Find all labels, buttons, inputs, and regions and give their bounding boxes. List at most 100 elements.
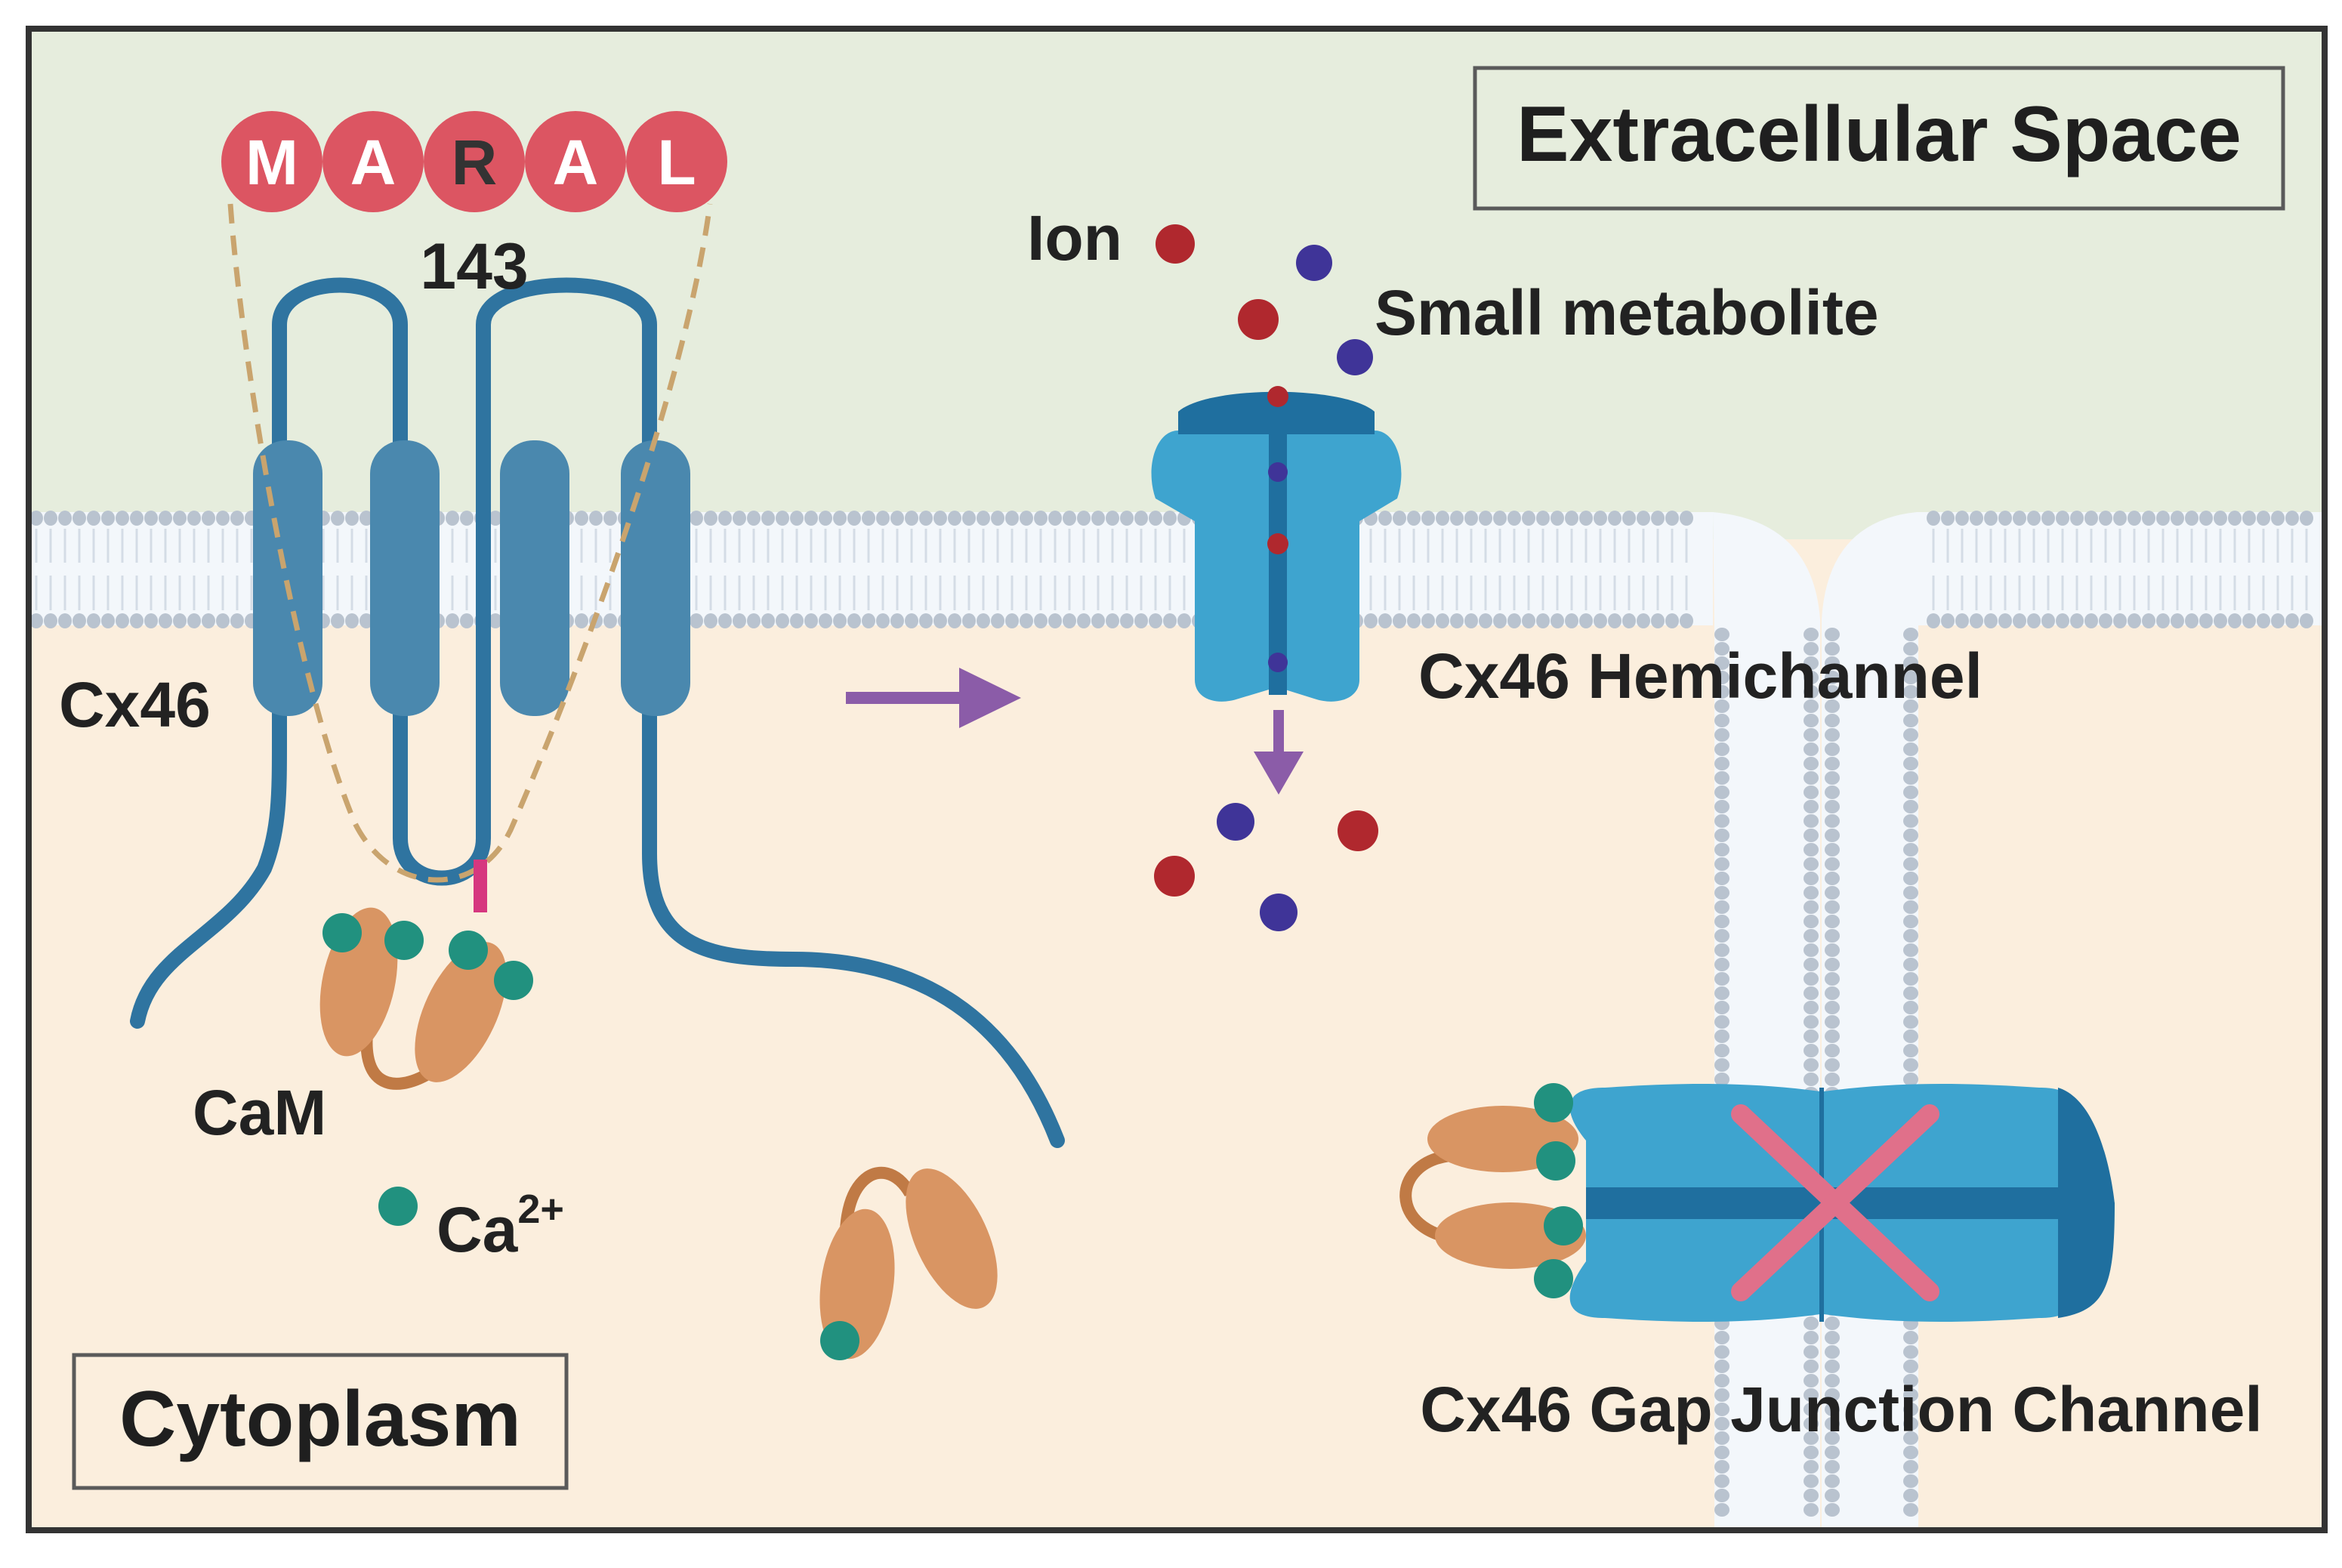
- lipid-head: [1804, 800, 1819, 813]
- lipid-head: [1825, 1489, 1840, 1502]
- lipid-head: [1804, 900, 1819, 914]
- lipid-head: [1804, 843, 1819, 857]
- svg-text:A: A: [553, 127, 599, 198]
- calcium-ion: [449, 931, 488, 970]
- lipid-head: [1804, 771, 1819, 785]
- lipid-head: [1714, 1446, 1730, 1459]
- lipid-head: [1714, 886, 1730, 900]
- lipid-head: [1091, 613, 1105, 628]
- lipid-head: [1804, 1388, 1819, 1402]
- extracellular-label-box: Extracellular Space: [1473, 66, 2285, 211]
- lipid-head: [202, 613, 215, 628]
- lipid-head: [144, 511, 158, 526]
- lipid-head: [2099, 613, 2112, 628]
- lipid-head: [1941, 613, 1955, 628]
- lipid-head: [1955, 511, 1969, 526]
- lipid-head: [589, 511, 603, 526]
- efflux-arrow-head: [1254, 752, 1304, 795]
- lipid-head: [1714, 1417, 1730, 1431]
- lipid-head: [1825, 642, 1840, 656]
- lipid-head: [1551, 613, 1564, 628]
- lipid-head: [1091, 511, 1105, 526]
- lipid-head: [73, 511, 86, 526]
- lipid-head: [1551, 511, 1564, 526]
- lipid-head: [2113, 511, 2127, 526]
- lipid-head: [1903, 757, 1918, 770]
- lipid-head: [2285, 613, 2299, 628]
- lipid-head: [1825, 656, 1840, 670]
- lipid-head: [1714, 1058, 1730, 1072]
- metabolite: [1217, 803, 1254, 841]
- lipid-head: [1903, 1460, 1918, 1474]
- lipid-head: [1565, 613, 1578, 628]
- lipid-head: [2142, 613, 2155, 628]
- lipid-head: [1903, 699, 1918, 713]
- lipid-head: [2228, 613, 2242, 628]
- lipid-head: [1714, 1029, 1730, 1043]
- lipid-head: [1714, 1474, 1730, 1488]
- lipid-head: [1825, 757, 1840, 770]
- lipid-head: [1714, 986, 1730, 1000]
- lipid-head: [1903, 943, 1918, 957]
- ion: [1267, 386, 1288, 407]
- lipid-head: [29, 613, 43, 628]
- lipid-head: [575, 613, 588, 628]
- lipid-head: [1464, 613, 1478, 628]
- lipid-head: [1804, 1015, 1819, 1029]
- lipid-head: [2113, 613, 2127, 628]
- lipid-head: [890, 511, 904, 526]
- lipid-head: [2013, 613, 2026, 628]
- lipid-head: [230, 613, 244, 628]
- lipid-head: [1804, 1460, 1819, 1474]
- lipid-head: [1364, 613, 1378, 628]
- lipid-head: [1825, 1388, 1840, 1402]
- cytoplasm-label: Cytoplasm: [119, 1375, 521, 1463]
- lipid-head: [1120, 613, 1134, 628]
- lipid-head: [1825, 972, 1840, 986]
- lipid-head: [1651, 511, 1665, 526]
- lipid-head: [1903, 1029, 1918, 1043]
- lipid-head: [1034, 511, 1048, 526]
- lipid-head: [1714, 786, 1730, 799]
- lipid-head: [1149, 511, 1162, 526]
- lipid-head: [1804, 1474, 1819, 1488]
- lipid-head: [2199, 511, 2213, 526]
- lipid-head: [2056, 511, 2069, 526]
- lipid-head: [1134, 511, 1148, 526]
- lipid-head: [1927, 613, 1940, 628]
- lipid-head: [1825, 771, 1840, 785]
- lipid-head: [1903, 1403, 1918, 1416]
- lipid-head: [1804, 786, 1819, 799]
- lipid-head: [1714, 742, 1730, 756]
- calcium-ion: [1534, 1259, 1573, 1298]
- lipid-head: [833, 613, 847, 628]
- lipid-head: [1063, 511, 1076, 526]
- svg-text:R: R: [452, 127, 498, 198]
- lipid-head: [890, 613, 904, 628]
- lipid-head: [1714, 699, 1730, 713]
- lipid-head: [1378, 511, 1392, 526]
- lipid-head: [1680, 511, 1693, 526]
- lipid-head: [1804, 929, 1819, 943]
- lipid-head: [1804, 886, 1819, 900]
- metabolite: [1337, 339, 1373, 375]
- lipid-head: [1903, 1417, 1918, 1431]
- lipid-head: [1714, 757, 1730, 770]
- lipid-head: [1714, 642, 1730, 656]
- lipid-head: [1608, 511, 1622, 526]
- lipid-head: [1714, 1374, 1730, 1387]
- deleted-region-outline: [227, 203, 713, 883]
- lipid-head: [1714, 900, 1730, 914]
- lipid-head: [1507, 613, 1521, 628]
- lipid-head: [718, 511, 732, 526]
- lipid-head: [1163, 613, 1177, 628]
- lipid-head: [1048, 511, 1062, 526]
- lipid-head: [1651, 613, 1665, 628]
- lipid-head: [1714, 943, 1730, 957]
- lipid-head: [1005, 613, 1019, 628]
- lipid-head: [1903, 800, 1918, 813]
- lipid-head: [977, 511, 990, 526]
- lipid-head: [2027, 613, 2041, 628]
- tm-helix-2: [370, 440, 440, 716]
- lipid-head: [1665, 613, 1679, 628]
